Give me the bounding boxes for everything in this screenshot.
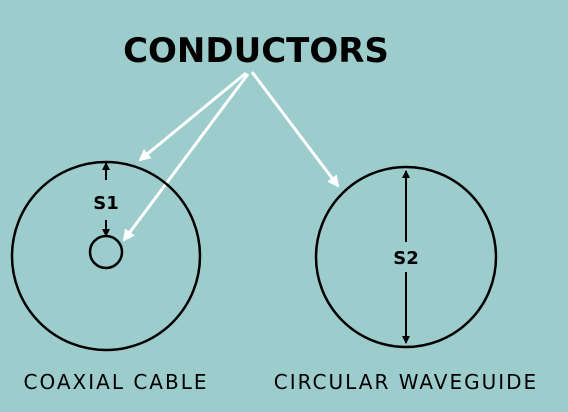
coaxial-cable: S1 <box>10 160 202 352</box>
caption-coaxial-cable: COAXIAL CABLE <box>24 370 209 394</box>
circular-waveguide: S2 <box>314 165 498 349</box>
waveguide-wall <box>314 165 498 349</box>
coax-inner-conductor <box>88 234 124 270</box>
caption-circular-waveguide: CIRCULAR WAVEGUIDE <box>274 370 538 394</box>
label-s1: S1 <box>93 193 119 214</box>
arrow-to-coax-outer <box>138 71 247 162</box>
coax-outer-conductor <box>10 160 202 352</box>
conductor-arrows <box>122 71 340 242</box>
arrow-to-waveguide <box>250 71 340 188</box>
title-conductors: CONDUCTORS <box>123 31 389 71</box>
arrow-to-coax-inner <box>122 73 250 242</box>
label-s2: S2 <box>393 248 419 269</box>
